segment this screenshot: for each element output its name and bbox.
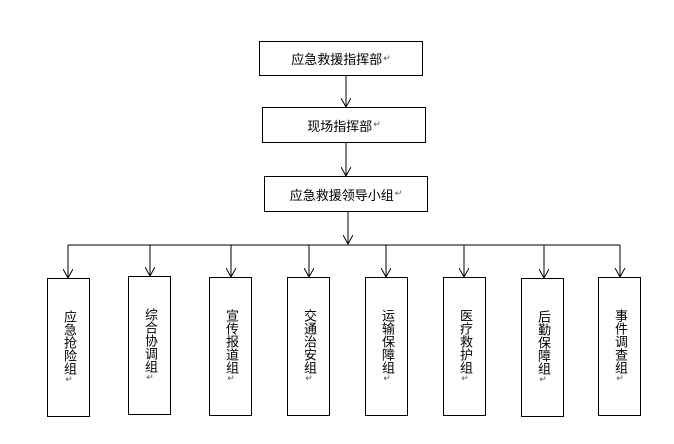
group-label: 运输保障组 xyxy=(379,309,394,374)
group-box-logistics: 后勤保障组↵ xyxy=(521,278,564,417)
group-label: 后勤保障组 xyxy=(535,310,550,375)
emergency-rescue-command-label: 应急救援指挥部 xyxy=(291,53,383,68)
paragraph-mark-icon: ↵ xyxy=(615,374,625,384)
paragraph-mark-icon: ↵ xyxy=(304,374,314,384)
paragraph-mark-icon: ↵ xyxy=(373,120,381,130)
group-box-investigation: 事件调查组↵ xyxy=(598,277,641,416)
paragraph-mark-icon: ↵ xyxy=(460,374,470,384)
group-label: 综合协调组 xyxy=(142,308,157,373)
group-label: 宣传报道组 xyxy=(223,309,238,374)
paragraph-mark-icon: ↵ xyxy=(64,375,74,385)
group-box-traffic-security: 交通治安组↵ xyxy=(287,277,330,416)
group-box-publicity: 宣传报道组↵ xyxy=(209,277,252,416)
group-label: 应急抢险组 xyxy=(61,310,76,375)
paragraph-mark-icon: ↵ xyxy=(538,375,548,385)
group-box-transport: 运输保障组↵ xyxy=(365,277,408,416)
group-label: 医疗救护组 xyxy=(457,309,472,374)
emergency-leadership-group-box: 应急救援领导小组↵ xyxy=(264,176,428,212)
emergency-rescue-command-box: 应急救援指挥部↵ xyxy=(259,41,423,76)
paragraph-mark-icon: ↵ xyxy=(383,53,391,64)
group-box-medical: 医疗救护组↵ xyxy=(443,277,486,416)
paragraph-mark-icon: ↵ xyxy=(394,189,403,199)
paragraph-mark-icon: ↵ xyxy=(226,374,236,384)
paragraph-mark-icon: ↵ xyxy=(145,373,155,383)
paragraph-mark-icon: ↵ xyxy=(382,374,392,384)
group-box-emergency-rescue: 应急抢险组↵ xyxy=(47,278,90,417)
field-command-box: 现场指挥部↵ xyxy=(262,107,426,143)
group-label: 事件调查组 xyxy=(612,309,627,374)
group-label: 交通治安组 xyxy=(301,309,316,374)
group-box-coordination: 综合协调组↵ xyxy=(128,276,171,415)
field-command-label: 现场指挥部 xyxy=(307,119,373,135)
emergency-leadership-group-label: 应急救援领导小组 xyxy=(289,188,394,204)
